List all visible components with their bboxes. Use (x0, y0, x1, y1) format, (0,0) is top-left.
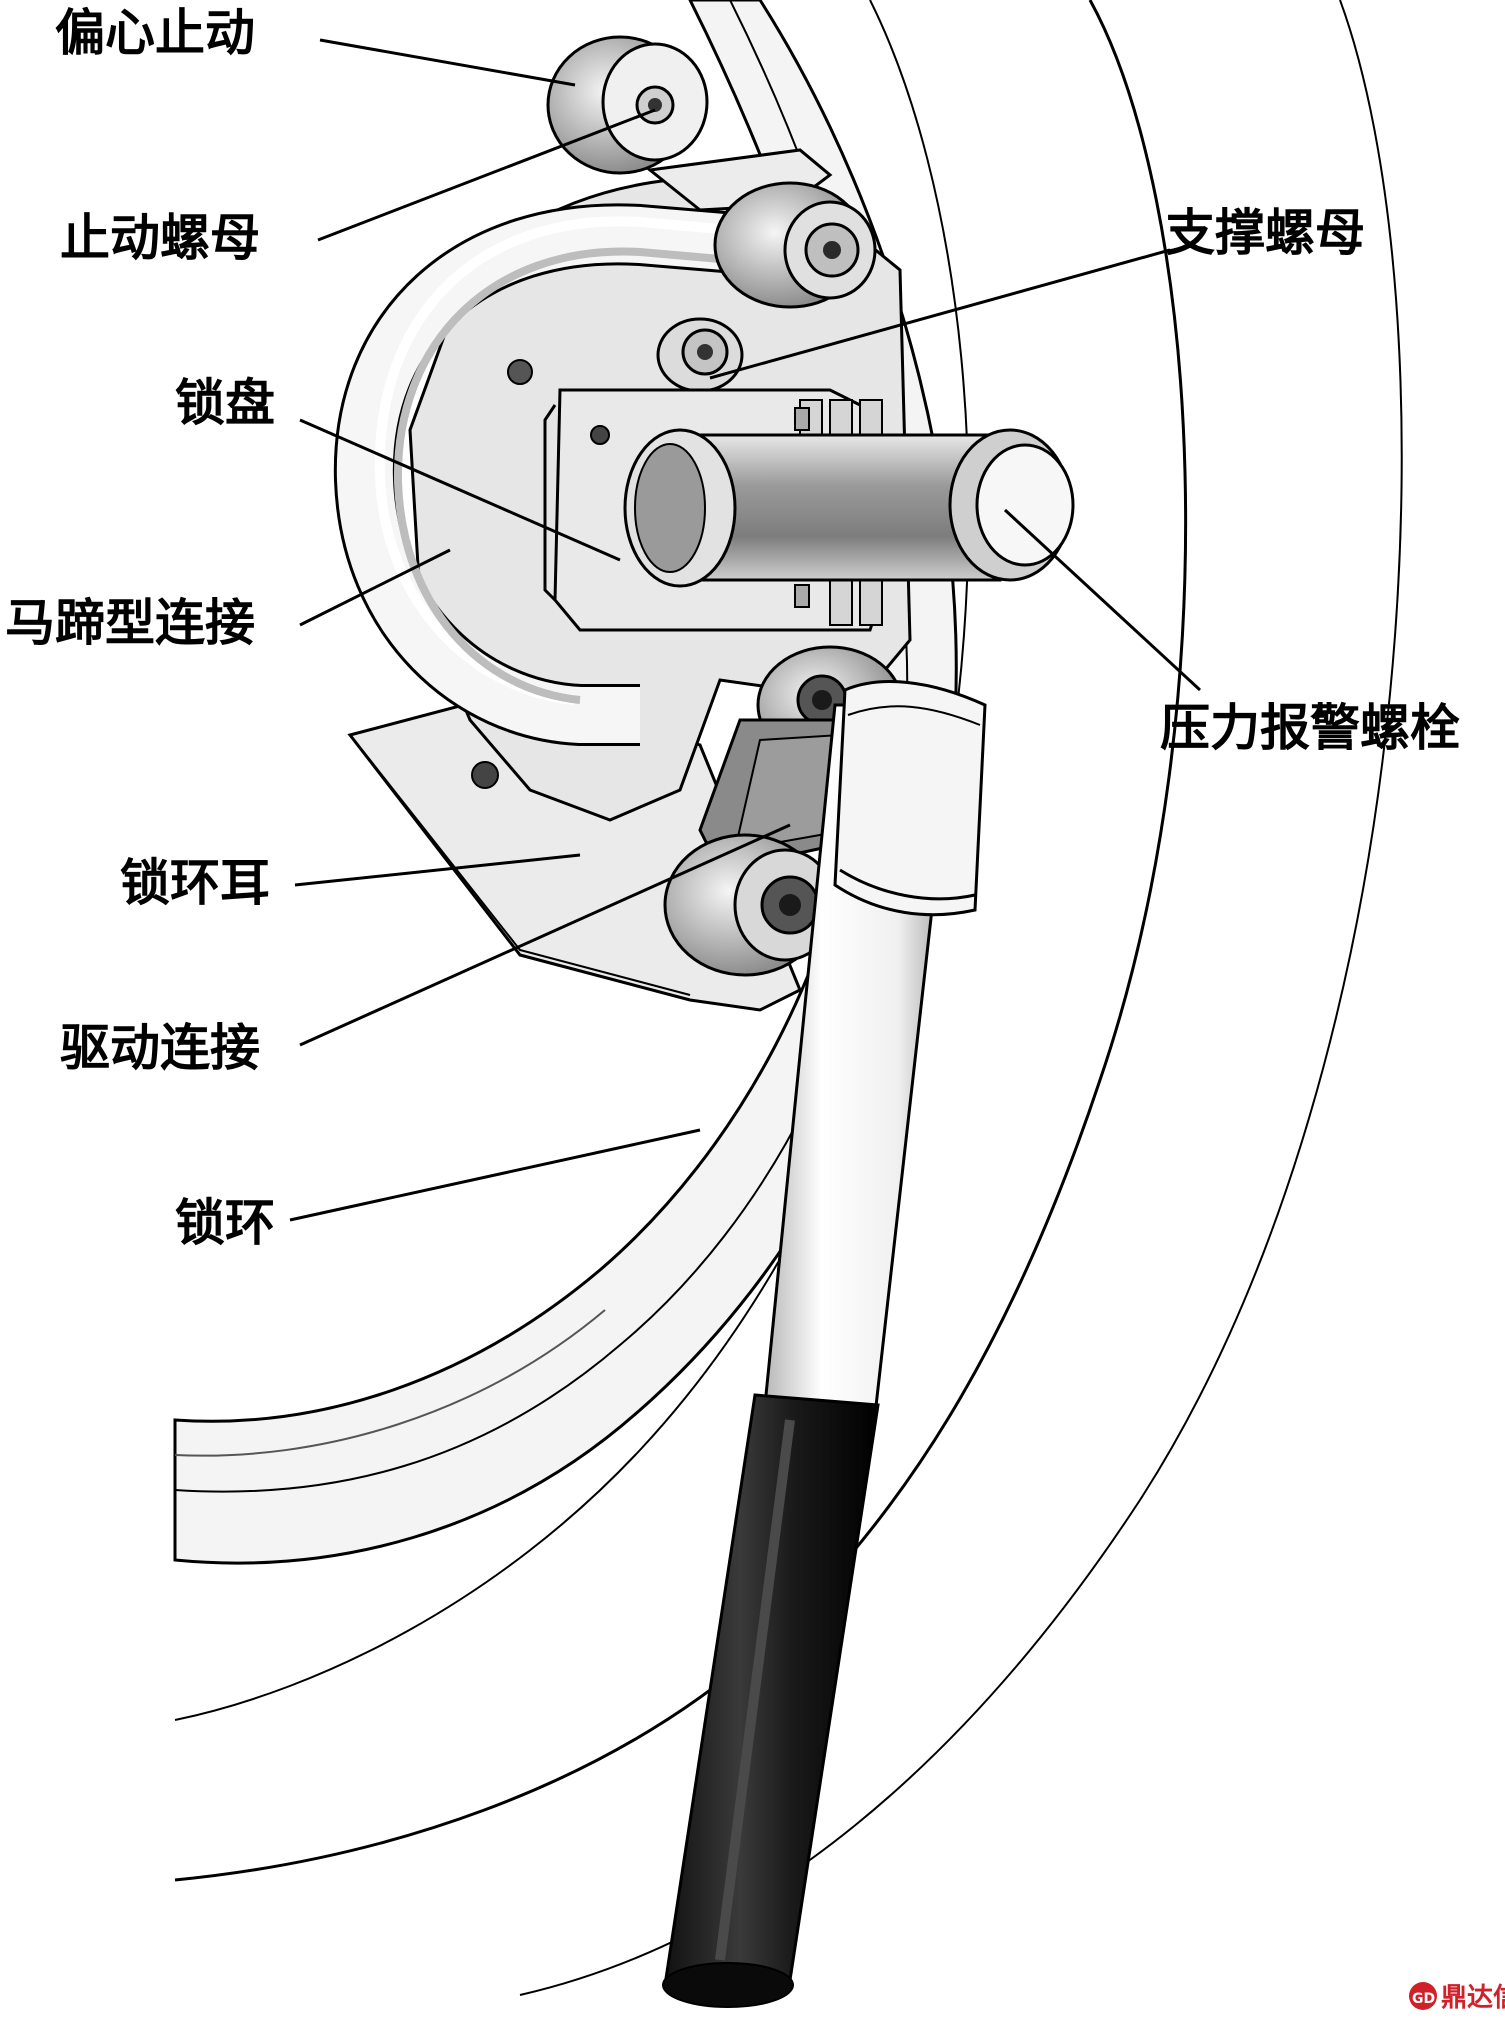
drive-link (663, 645, 904, 977)
horseshoe-tube-shadow (393, 247, 756, 704)
watermark-badge: GD (1412, 1991, 1435, 2007)
leader-pressure-bolt (1003, 508, 1202, 692)
support-nut-bore (697, 344, 713, 360)
label-lock-ring: 锁环 (175, 1194, 275, 1252)
lock-ring-inner-edge-2 (174, 1309, 606, 1457)
label-pressure-alarm-bolt: 压力报警螺栓 (1160, 699, 1460, 757)
watermark-text: 鼎达信 (1441, 1983, 1505, 2013)
label-drive-link: 驱动连接 (60, 1019, 260, 1077)
support-nut-assembly (656, 317, 744, 393)
component-labels: 偏心止动 止动螺母 支撑螺母 锁盘 马蹄型连接 压力报警螺栓 锁环耳 驱动连接 … (5, 4, 1460, 1252)
horseshoe-tube-fill (336, 206, 763, 743)
lock-ring-ear-edge (349, 734, 691, 996)
bracket-hole-1 (507, 359, 533, 385)
leader-stop-nut (317, 108, 656, 242)
label-lock-disc: 锁盘 (175, 374, 275, 432)
leader-support-nut (709, 248, 1171, 380)
lock-disc-edge (543, 404, 557, 602)
lock-disc-pin-bottom (794, 584, 810, 608)
stop-nut-bore (823, 241, 841, 259)
handle-clamp (833, 680, 987, 917)
watermark: GD 鼎达信 (1409, 1982, 1505, 2013)
label-horseshoe-link: 马蹄型连接 (5, 594, 255, 652)
handle-grip-end (662, 1962, 794, 2008)
pressure-alarm-bolt (623, 428, 1075, 588)
lock-disc-hole (590, 425, 610, 445)
leader-horseshoe (299, 548, 451, 627)
leader-drive-link (299, 823, 791, 1047)
lock-ring-ear-hole (471, 761, 499, 789)
handle-clamp-seam (839, 868, 976, 901)
label-lock-ring-ear: 锁环耳 (120, 854, 270, 912)
bolt-shank-base-inner (634, 443, 706, 573)
label-eccentric-stop: 偏心止动 (55, 4, 255, 62)
leader-lock-ring-ear (294, 853, 581, 887)
lock-disc-slot-5 (859, 579, 883, 626)
handle-clamp-seam-2 (847, 705, 981, 726)
watermark-badge-icon (1409, 1982, 1437, 2010)
handle-grip-highlight (715, 1419, 795, 1961)
leader-lock-disc (299, 418, 621, 562)
label-support-nut: 支撑螺母 (1165, 204, 1365, 262)
handle-grip (663, 1393, 880, 1998)
eccentric-stop-bore (648, 98, 662, 112)
lock-disc-slot-4 (829, 579, 853, 626)
leader-lock-ring (289, 1128, 701, 1222)
leader-lines (289, 38, 1202, 1222)
horseshoe-link (333, 203, 763, 746)
drive-upper-bore (812, 690, 832, 710)
leader-eccentric-stop (319, 38, 576, 87)
eccentric-stop (546, 35, 709, 175)
bolt-head-face (975, 443, 1075, 567)
lock-disc-pin-top (794, 407, 810, 431)
label-stop-nut: 止动螺母 (60, 209, 260, 267)
drive-lower-bore (779, 894, 801, 916)
stop-nut-assembly (646, 148, 877, 309)
lever-handle (662, 680, 987, 2008)
outer-arc-2 (174, 0, 1188, 1882)
